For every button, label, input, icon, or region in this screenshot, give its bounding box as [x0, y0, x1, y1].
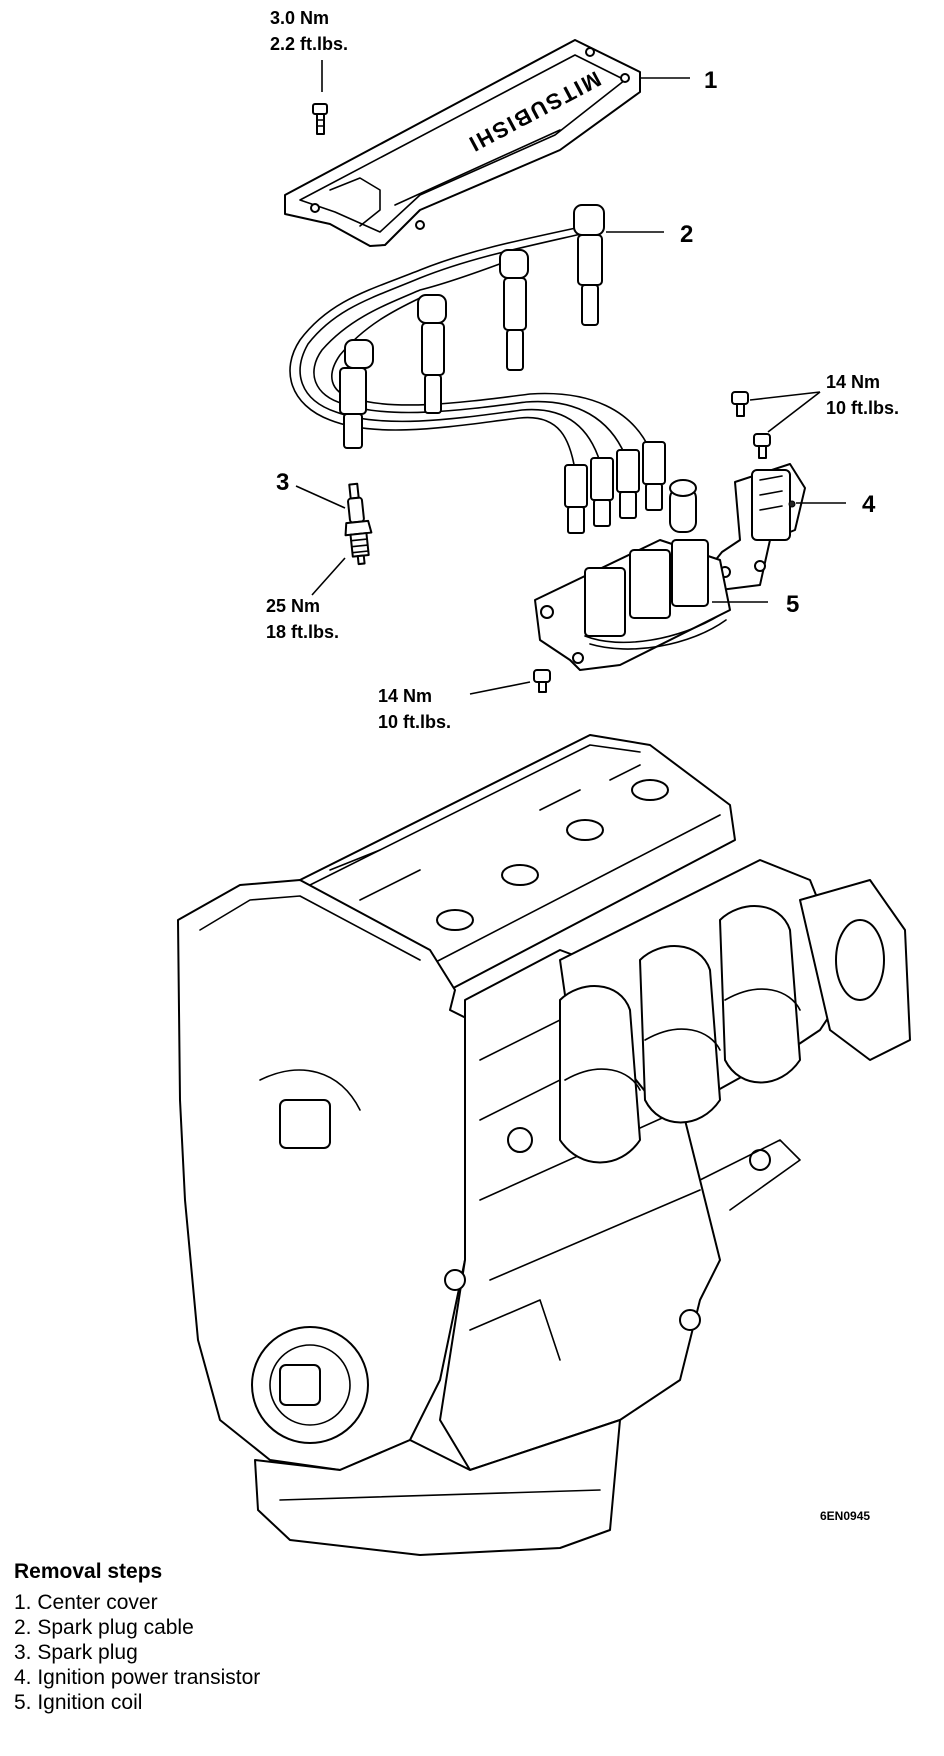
spark-plug — [344, 482, 373, 566]
cable-boot-1 — [573, 204, 605, 326]
torque-spark-plug-metric: 25 Nm — [266, 596, 320, 616]
transistor-bolt-a — [731, 391, 749, 417]
leader-transistor-bolt-b — [767, 391, 821, 433]
torque-cover-bolt-metric: 3.0 Nm — [270, 8, 329, 28]
removal-step: 2. Spark plug cable — [14, 1616, 194, 1639]
removal-step: 4. Ignition power transistor — [14, 1666, 261, 1689]
transistor-bolt-b — [753, 433, 771, 459]
callout-3: 3 — [276, 469, 289, 496]
removal-steps-list: 1. Center cover 2. Spark plug cable 3. S… — [14, 1590, 714, 1715]
cable-boot-4 — [339, 339, 374, 449]
removal-steps-title: Removal steps — [14, 1560, 163, 1583]
callout-1: 1 — [704, 67, 717, 94]
leader-transistor-bolt-a — [749, 391, 821, 401]
leader-3 — [295, 485, 346, 509]
torque-transistor-bolts-imperial: 10 ft.lbs. — [826, 398, 899, 418]
ignition-power-transistor — [705, 463, 806, 591]
callout-4: 4 — [862, 491, 876, 518]
callout-5: 5 — [786, 591, 799, 618]
torque-cover-bolt-imperial: 2.2 ft.lbs. — [270, 34, 348, 54]
torque-coil-bolt-metric: 14 Nm — [378, 686, 432, 706]
cable-coil-ends — [564, 441, 666, 534]
callout-2: 2 — [680, 221, 693, 248]
figure-code: 6EN0945 — [820, 1509, 870, 1523]
torque-spark-plug-imperial: 18 ft.lbs. — [266, 622, 339, 642]
coil-bolt — [533, 669, 551, 693]
cover-bolt — [312, 103, 328, 135]
cable-boot-3 — [417, 294, 447, 414]
engine-block — [177, 734, 911, 1556]
spark-plug-cable — [289, 204, 666, 534]
exploded-ignition-diagram: 3.0 Nm 2.2 ft.lbs. MITSUBISHI 1 — [177, 8, 911, 1556]
removal-steps: Removal steps 1. Center cover 2. Spark p… — [14, 1560, 714, 1715]
removal-step: 3. Spark plug — [14, 1641, 138, 1664]
leader-spark-plug-torque — [311, 557, 346, 596]
removal-step: 1. Center cover — [14, 1591, 158, 1614]
ignition-coil — [534, 479, 731, 671]
cable-boot-2 — [499, 249, 529, 371]
leader-coil-bolt — [469, 681, 531, 695]
torque-transistor-bolts-metric: 14 Nm — [826, 372, 880, 392]
removal-step: 5. Ignition coil — [14, 1691, 143, 1714]
torque-coil-bolt-imperial: 10 ft.lbs. — [378, 712, 451, 732]
